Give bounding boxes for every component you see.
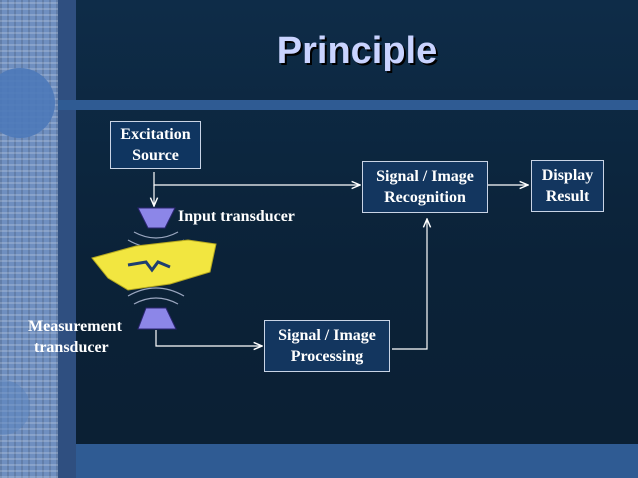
display-result-label: Display Result bbox=[541, 167, 594, 205]
input-transducer-label: Input transducer bbox=[178, 208, 295, 225]
arrow-excitation-to-recognition bbox=[153, 172, 360, 185]
decorative-circle bbox=[0, 68, 55, 138]
decorative-title-underline-band bbox=[58, 100, 638, 110]
slide-title: Principle bbox=[276, 30, 438, 72]
arrow-measurement-to-processing bbox=[155, 330, 262, 346]
decorative-vertical-band bbox=[58, 0, 76, 478]
input-transducer-shape bbox=[137, 207, 176, 229]
decorative-bottom-band bbox=[76, 444, 638, 478]
recognition-box: Signal / Image Recognition bbox=[362, 161, 488, 213]
measurement-label-line1: Measurement bbox=[28, 318, 122, 335]
measurement-transducer-shape bbox=[137, 307, 177, 330]
processing-label: Signal / Image Processing bbox=[278, 327, 376, 365]
excitation-source-label: Excitation Source bbox=[120, 126, 191, 164]
measurement-label-line2: transducer bbox=[34, 339, 109, 356]
processing-box: Signal / Image Processing bbox=[264, 320, 390, 372]
excitation-source-box: Excitation Source bbox=[110, 121, 201, 169]
arrow-processing-to-recognition bbox=[392, 219, 427, 350]
recognition-label: Signal / Image Recognition bbox=[376, 168, 474, 206]
display-result-box: Display Result bbox=[531, 160, 604, 212]
sample-defect-line bbox=[127, 260, 171, 273]
